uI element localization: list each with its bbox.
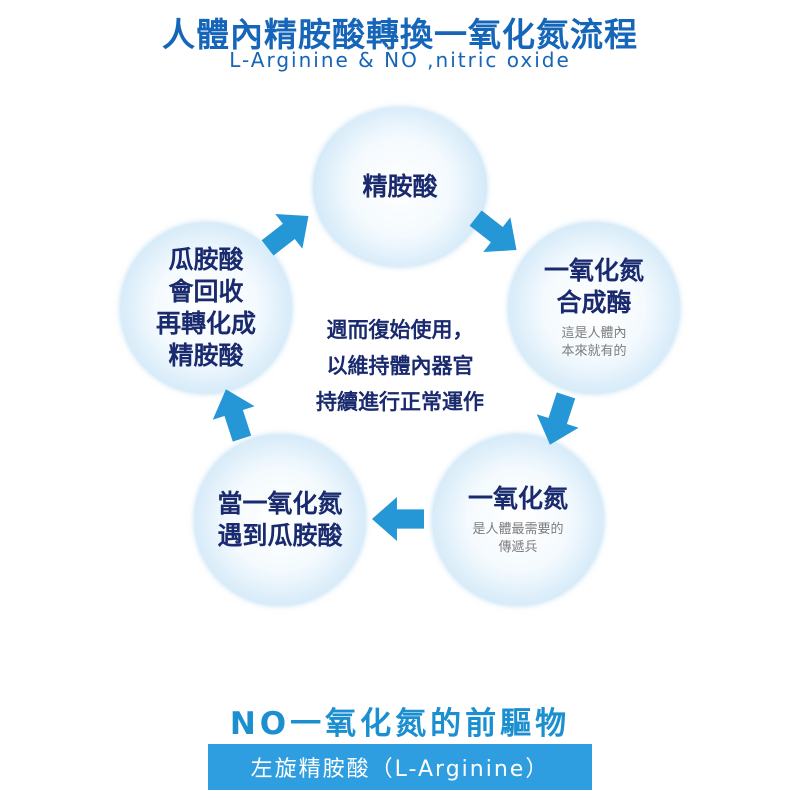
precursor-bar-label: 左旋精胺酸（L-Arginine） <box>250 757 550 782</box>
node-nos-note-1: 這是人體內 <box>561 326 627 341</box>
node-citrulline-label-4: 精胺酸 <box>168 341 244 370</box>
node-meets-citrulline-label-2: 遇到瓜胺酸 <box>217 521 343 550</box>
page-title: 人體內精胺酸轉換一氧化氮流程 <box>162 15 638 54</box>
node-meets-citrulline-label-1: 當一氧化氮 <box>217 489 343 518</box>
node-nos-label-1: 一氧化氮 <box>543 256 644 285</box>
node-nitric-oxide: 一氧化氮 是人體最需要的 傳遞兵 <box>432 434 604 606</box>
node-nos: 一氧化氮 合成酶 這是人體內 本來就有的 <box>508 222 680 394</box>
node-nitric-oxide-note-2: 傳遞兵 <box>498 540 538 555</box>
node-citrulline-label-3: 再轉化成 <box>155 309 256 338</box>
cycle-description: 週而復始使用， 以維持體內器官 持續進行正常運作 <box>280 312 520 420</box>
cycle-description-line-2: 以維持體內器官 <box>326 354 474 378</box>
cycle-description-line-3: 持續進行正常運作 <box>316 390 484 414</box>
node-nitric-oxide-note-1: 是人體最需要的 <box>472 522 564 537</box>
node-arginine-label: 精胺酸 <box>362 172 438 201</box>
node-nitric-oxide-note: 是人體最需要的 傳遞兵 <box>472 521 563 557</box>
node-arginine: 精胺酸 <box>313 107 487 267</box>
node-nos-note-2: 本來就有的 <box>561 344 627 359</box>
cycle-description-line-1: 週而復始使用， <box>326 318 474 342</box>
node-citrulline-label-2: 會回收 <box>168 277 244 306</box>
node-meets-citrulline: 當一氧化氮 遇到瓜胺酸 <box>194 434 366 606</box>
node-nos-note: 這是人體內 本來就有的 <box>561 325 626 361</box>
precursor-bar: 左旋精胺酸（L-Arginine） <box>208 744 592 790</box>
precursor-title: NO一氧化氮的前驅物 <box>229 706 571 742</box>
node-citrulline-recycle: 瓜胺酸 會回收 再轉化成 精胺酸 <box>120 222 292 394</box>
node-nitric-oxide-label: 一氧化氮 <box>467 484 568 513</box>
arrow-icon <box>372 497 424 541</box>
page-subtitle: L-Arginine & NO ,nitric oxide <box>229 48 571 72</box>
node-nos-label-2: 合成酶 <box>556 288 632 317</box>
node-citrulline-label-1: 瓜胺酸 <box>168 245 244 274</box>
